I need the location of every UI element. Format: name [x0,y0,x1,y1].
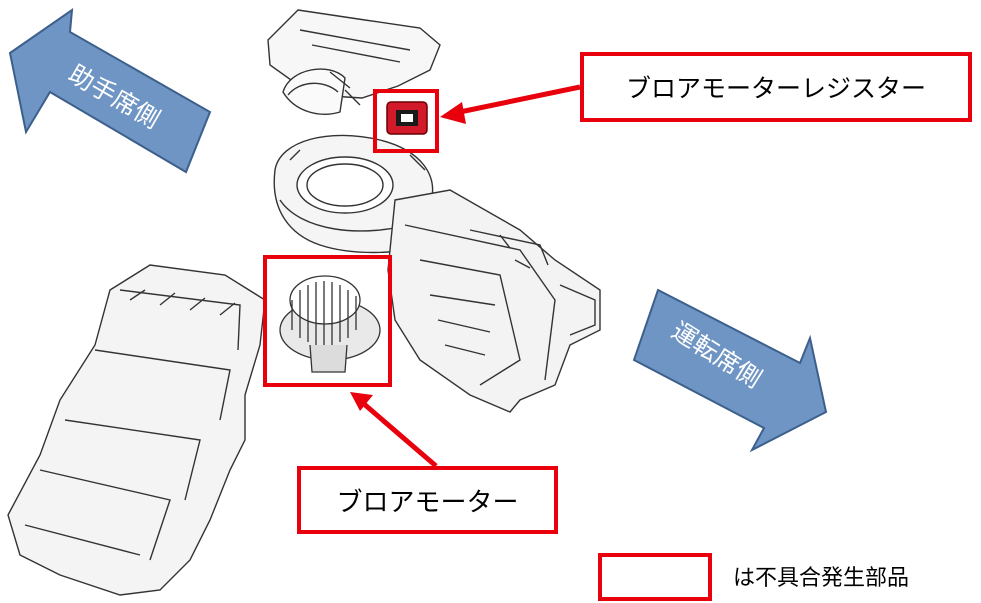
blower-motor-resistor-part [386,101,428,135]
motor-leader-arrow-icon [350,392,438,468]
resistor-leader-arrow-icon [440,84,581,124]
resistor-highlight-frame [373,89,439,153]
motor-highlight-frame [263,255,392,387]
legend-text: は不具合発生部品 [733,566,910,591]
blower-motor-part [279,275,381,373]
blower-motor-resistor-label: ブロアモーターレジスター [625,74,926,103]
intake-duct-housing [267,9,441,115]
blower-motor-callout: ブロアモーター [297,466,558,534]
driver-side-arrow-icon: 運転席側 [632,288,828,453]
evaporator-case [7,264,266,596]
blower-motor-resistor-callout: ブロアモーターレジスター [580,52,972,122]
heater-unit-body [387,189,601,413]
legend-red-box [598,553,712,601]
passenger-side-arrow-icon: 助手席側 [8,7,212,174]
blower-motor-label: ブロアモーター [336,487,519,518]
